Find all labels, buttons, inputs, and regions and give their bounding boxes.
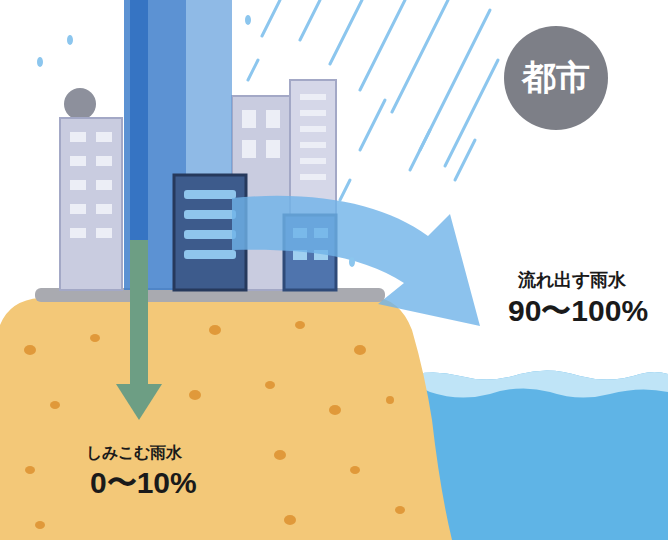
node-title: 都市 [522, 55, 590, 101]
window [184, 190, 236, 199]
rain-line [248, 60, 258, 80]
window [266, 140, 280, 158]
window [300, 174, 326, 180]
window [300, 94, 326, 100]
rain-line [330, 0, 362, 64]
rain-line [360, 0, 405, 90]
window [242, 110, 256, 128]
window [70, 204, 86, 214]
flow-label: しみこむ雨水 [86, 444, 182, 462]
pebble [189, 390, 201, 400]
rain-line [392, 0, 448, 112]
rain-line [410, 130, 430, 170]
window [70, 132, 86, 142]
pebble [386, 396, 394, 404]
windows [184, 190, 236, 259]
circle-shape [504, 26, 608, 130]
window [300, 110, 326, 116]
window [96, 180, 112, 190]
infiltration-arrow [130, 0, 148, 240]
pebble [209, 325, 221, 335]
pebble [35, 521, 45, 529]
window [300, 142, 326, 148]
window [70, 156, 86, 166]
window [300, 158, 326, 164]
pebble [354, 345, 366, 355]
percentage-label: 90〜100% [508, 294, 648, 329]
rain-line [360, 100, 385, 150]
raindrop [67, 35, 73, 45]
pebble [274, 450, 286, 460]
pebble [284, 515, 296, 525]
building [60, 118, 122, 290]
window [96, 156, 112, 166]
window [184, 210, 236, 219]
runoff-arrow [232, 196, 480, 326]
tall-building [186, 0, 232, 200]
rain-line [262, 0, 280, 36]
infiltration-arrow [130, 240, 148, 388]
pebble [25, 466, 35, 474]
rain [248, 0, 498, 200]
raindrops [37, 15, 355, 267]
window [266, 110, 280, 128]
pebble [329, 405, 341, 415]
infiltration-arrowhead [116, 384, 162, 420]
raindrop [349, 257, 355, 267]
ground-pebbles [24, 321, 405, 529]
rain-line [455, 140, 475, 180]
window [96, 228, 112, 238]
pebble [350, 466, 360, 474]
window [184, 250, 236, 259]
window [300, 126, 326, 132]
pebble [50, 401, 60, 409]
rain-line [340, 180, 350, 200]
pebble [90, 334, 100, 342]
raindrop [245, 15, 251, 25]
pebble [395, 506, 405, 514]
window [96, 132, 112, 142]
window [96, 204, 112, 214]
percentage-label: 0〜10% [90, 466, 197, 501]
city-circle: 都市 [504, 26, 608, 130]
water-surface [400, 370, 668, 397]
window [70, 228, 86, 238]
pebble [24, 345, 36, 355]
dome [64, 88, 96, 120]
pebble [265, 381, 275, 389]
raindrop [37, 57, 43, 67]
window [242, 140, 256, 158]
flow-label: 流れ出す雨水 [518, 270, 626, 291]
ground [0, 296, 452, 540]
rain-line [300, 0, 320, 40]
window [70, 180, 86, 190]
pebble [295, 321, 305, 329]
window [184, 230, 236, 239]
